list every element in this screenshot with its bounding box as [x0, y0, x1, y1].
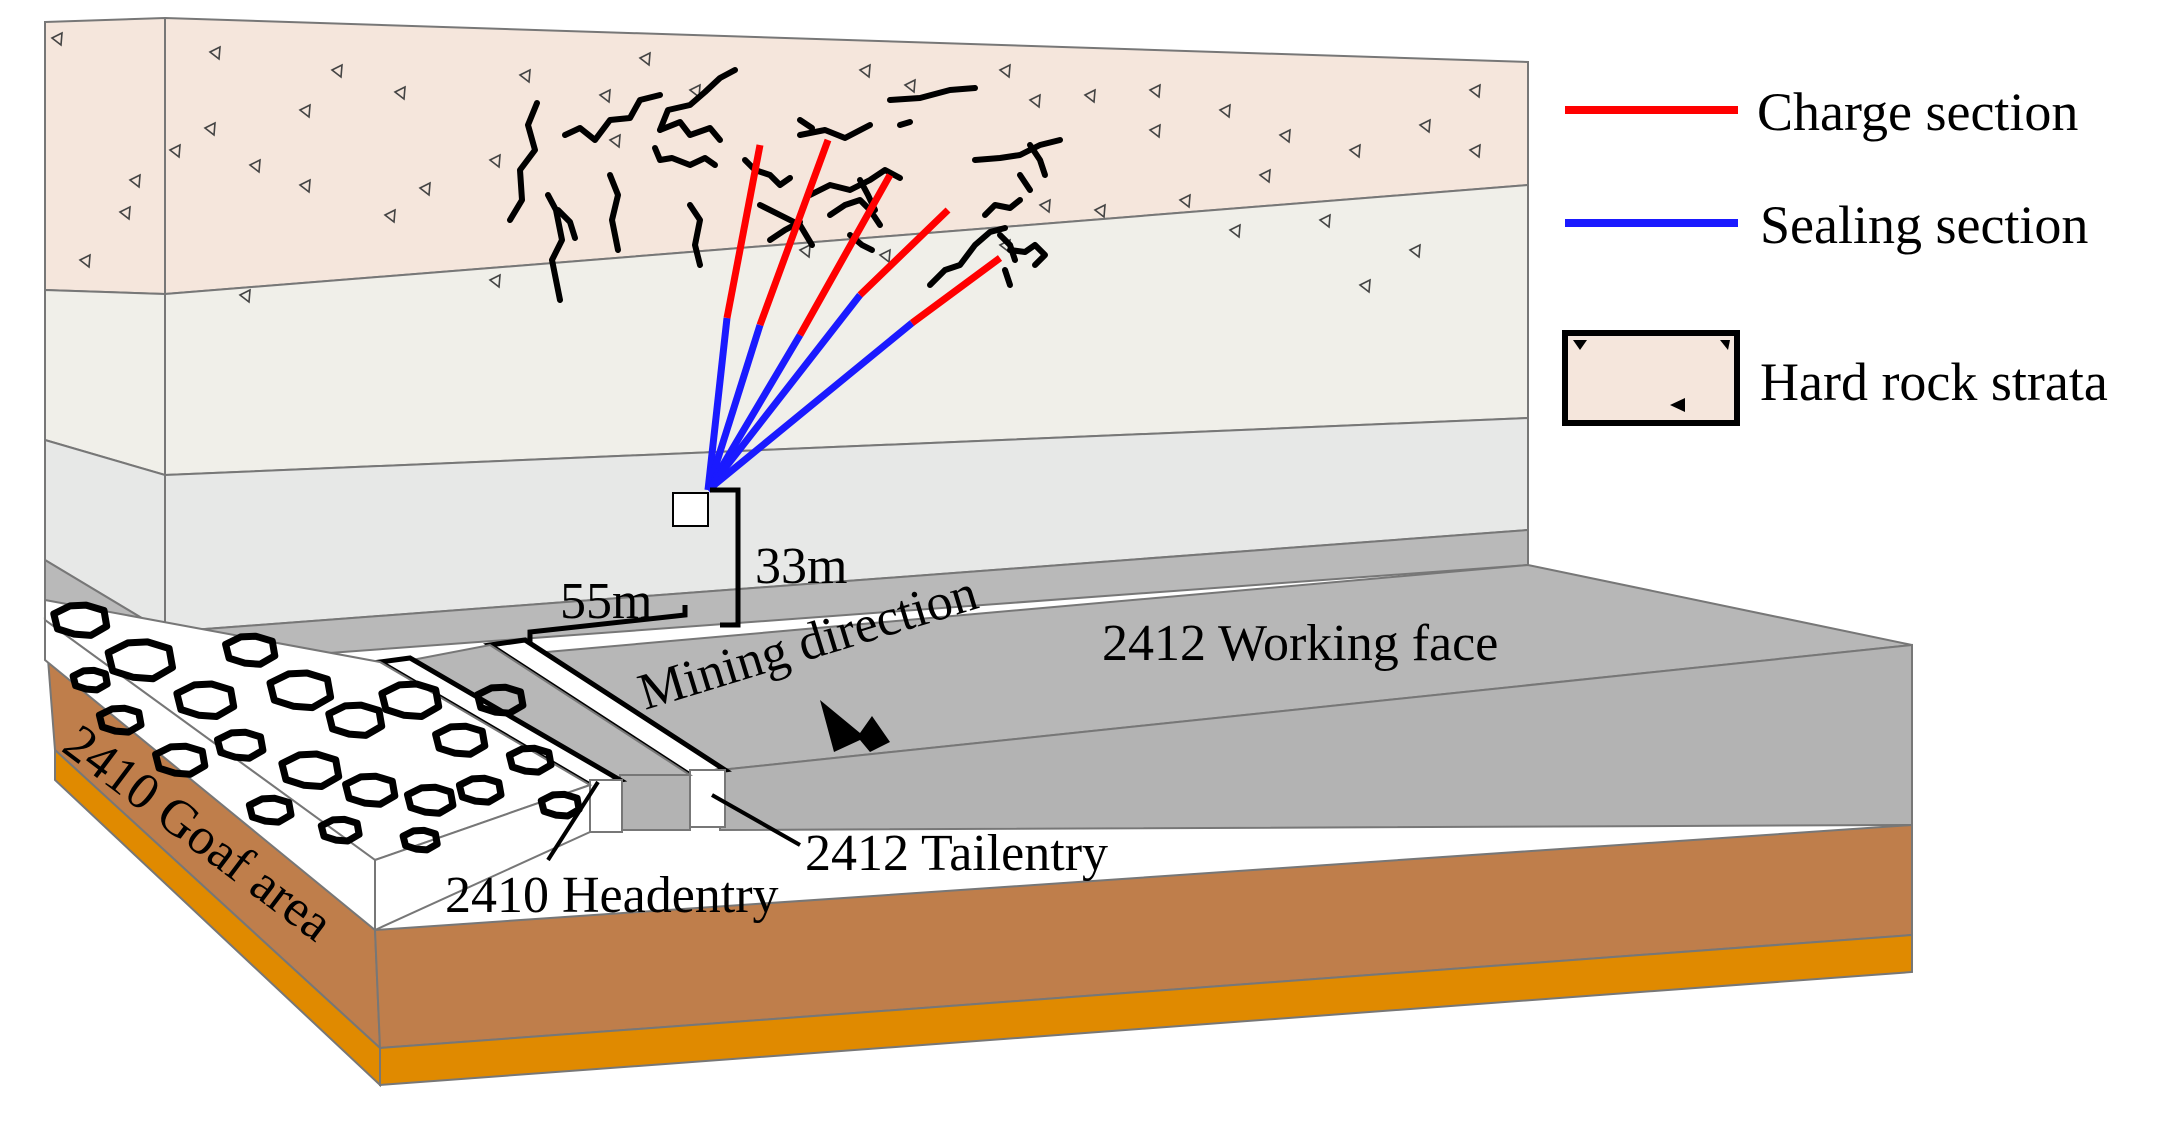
borehole-charge-section [796, 173, 894, 337]
caved-rock-block [50, 601, 111, 639]
label-headentry: 2410 Headentry [445, 867, 779, 924]
caved-rock-block [537, 790, 583, 820]
caved-rock-block [399, 826, 441, 854]
label-tailentry: 2412 Tailentry [805, 825, 1108, 882]
triangle-grain-icon [518, 68, 531, 84]
caved-rock-block [404, 783, 457, 817]
borehole-sealing-section [705, 292, 863, 493]
tailentry-leader [711, 793, 801, 847]
triangle-grain-icon [128, 173, 141, 189]
caved-rock-blocks [50, 601, 583, 854]
triangle-grain-icon [1468, 83, 1481, 99]
legend-charge-label: Charge section [1757, 82, 2078, 142]
triangle-grain-icon [1083, 88, 1096, 104]
label-working-face: 2412 Working face [1102, 615, 1498, 672]
triangle-grain-icon [393, 85, 406, 101]
borehole-chamber [672, 492, 709, 527]
triangle-grain-icon [168, 143, 181, 159]
triangle-grain-icon [1148, 83, 1161, 99]
caved-rock-block [173, 680, 238, 720]
triangle-grain-icon [118, 205, 131, 221]
borehole-charge-section [723, 144, 764, 319]
triangle-grain-icon [1468, 143, 1481, 159]
borehole-sealing-section [704, 323, 764, 492]
legend-hard-rock-label: Hard rock strata [1760, 352, 2108, 412]
triangle-grain-icon [1408, 243, 1421, 259]
triangle-grain-icon [488, 273, 501, 289]
triangle-grain-icon [208, 45, 221, 61]
borehole-charge-section [909, 255, 1003, 326]
caved-rock-block [432, 722, 489, 758]
triangle-grain-icon [50, 31, 1481, 304]
triangle-grain-icon [298, 178, 311, 194]
base-front-face [379, 933, 1913, 1087]
caved-rock-block [266, 669, 335, 712]
triangle-grain-icon [488, 153, 501, 169]
legend: Charge section Sealing section Hard rock… [1562, 82, 2108, 426]
triangle-grain-icon [383, 208, 396, 224]
triangle-grain-icon [298, 103, 311, 119]
caved-rock-block [104, 638, 176, 683]
entries [372, 637, 732, 833]
headentry-leader [546, 780, 600, 862]
caved-rock-block [245, 794, 295, 826]
triangle-grain-icon [798, 243, 811, 259]
triangle-grain-icon [1148, 123, 1161, 139]
triangle-grain-icon [638, 51, 651, 67]
borehole-sealing-section [704, 317, 731, 491]
triangle-grain-icon [878, 248, 891, 264]
caved-rock-block [474, 683, 527, 717]
caved-rock-block [222, 632, 279, 668]
triangle-grain-icon [1093, 203, 1106, 219]
triangle-grain-icon [50, 31, 63, 47]
borehole-charge-section [857, 207, 951, 298]
triangle-grain-icon [1418, 118, 1431, 134]
blast-boreholes [704, 138, 1003, 493]
triangle-grain-icon [858, 63, 871, 79]
caved-rock-block [317, 815, 363, 845]
triangle-grain-icon [1178, 193, 1191, 209]
caved-rock-block [278, 750, 343, 790]
caved-rock-block [342, 772, 399, 808]
triangle-grain-icon [1218, 103, 1231, 119]
triangle-grain-icon [1318, 213, 1331, 229]
borehole-sealing-section [704, 333, 804, 492]
triangle-grain-icon [608, 133, 621, 149]
triangle-grain-icon [418, 181, 431, 197]
label-55m: 55m [560, 573, 652, 630]
triangle-grain-icon [688, 83, 701, 99]
borehole-sealing-section [705, 320, 915, 493]
triangle-grain-icon [1258, 168, 1271, 184]
triangle-grain-icon [330, 63, 343, 79]
triangle-grain-icon [598, 88, 611, 104]
triangle-grain-icon [78, 253, 91, 269]
caved-rock-block [378, 680, 443, 720]
triangle-grain-icon [1038, 198, 1051, 214]
goaf-area [44, 598, 593, 933]
triangle-grain-icon [998, 63, 1011, 79]
caved-rock-block [325, 701, 386, 739]
borehole-charge-section [756, 138, 832, 327]
caved-rock-block [455, 774, 505, 806]
triangle-grain-icon [238, 288, 251, 304]
legend-hard-rock-swatch [1562, 330, 1740, 426]
mining-direction-arrow-icon [820, 700, 890, 752]
caved-rock-block [95, 704, 145, 736]
triangle-grain-icon [1348, 143, 1361, 159]
triangle-grain-icon [1358, 278, 1371, 294]
triangle-grain-icon [203, 121, 216, 137]
triangle-grain-icon [903, 78, 916, 94]
triangle-grain-icon [1028, 93, 1041, 109]
caved-rock-block [69, 666, 111, 694]
label-33m: 33m [755, 538, 847, 595]
caved-rock-block [152, 742, 209, 778]
legend-sealing-label: Sealing section [1760, 195, 2088, 255]
dimension-lines [527, 487, 741, 643]
triangle-grain-icon [1228, 223, 1241, 239]
triangle-grain-icon [1278, 128, 1291, 144]
caved-rock-block [214, 728, 267, 762]
triangle-grain-icon [248, 158, 261, 174]
caved-rock-block [505, 744, 555, 776]
